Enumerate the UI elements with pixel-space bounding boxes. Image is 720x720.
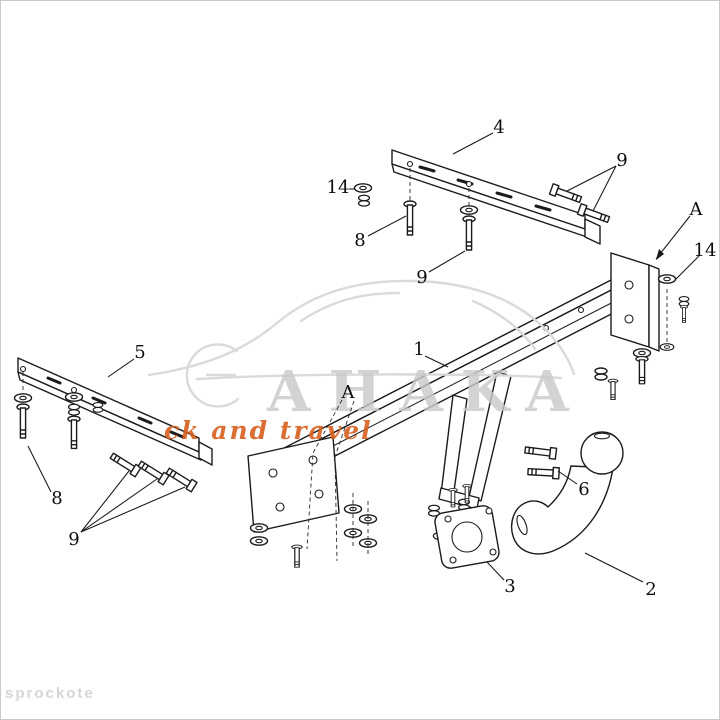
part-label-8-top: 8 <box>354 230 365 251</box>
bolt-vertical <box>607 378 619 401</box>
nut <box>594 367 608 381</box>
washer <box>459 205 479 215</box>
part-towball <box>510 431 624 555</box>
washer <box>13 393 33 403</box>
part-label-3: 3 <box>504 576 515 597</box>
bolt-vertical <box>291 544 303 568</box>
bolt-vertical <box>16 403 30 439</box>
bolt-angled <box>108 450 142 478</box>
part-label-8-left: 8 <box>51 488 62 509</box>
leader-lines <box>27 132 700 583</box>
nut <box>67 403 81 416</box>
part-label-1: 1 <box>413 339 424 360</box>
washer <box>632 348 652 358</box>
bolt-vertical <box>679 305 689 323</box>
bolt-horizontal <box>523 443 558 460</box>
part-label-4: 4 <box>493 117 504 138</box>
washer <box>657 274 677 284</box>
part-label-6: 6 <box>578 479 589 500</box>
bolt-vertical <box>67 415 81 450</box>
nut <box>678 296 690 307</box>
part-left-end-bracket <box>247 436 340 533</box>
bolt-horizontal <box>527 465 560 480</box>
washer <box>249 523 269 533</box>
bolt-vertical <box>403 200 417 236</box>
dashed-guides <box>22 168 668 562</box>
bolt-angled <box>164 465 198 493</box>
watermark-logo <box>185 343 240 408</box>
part-label-2: 2 <box>645 579 656 600</box>
part-label-14-right: 14 <box>694 240 717 261</box>
part-labels: 4 9 14 8 9 A 14 5 1 A 8 9 6 3 2 <box>51 117 716 600</box>
watermark: AHAKA ck and travel <box>147 279 587 445</box>
nut <box>357 194 371 207</box>
part-label-9-left: 9 <box>68 529 79 550</box>
part-top-mounting-rail <box>391 149 601 245</box>
bolt-angled <box>548 183 584 206</box>
part-label-14-top: 14 <box>327 177 350 198</box>
watermark-car-outline <box>147 279 576 381</box>
washer <box>64 392 84 402</box>
part-right-end-bracket <box>610 252 660 352</box>
part-label-A-left: A <box>341 382 356 403</box>
part-label-5: 5 <box>134 342 145 363</box>
watermark-tagline: ck and travel <box>164 416 373 445</box>
bolt-angled <box>136 458 170 486</box>
part-label-9-mid: 9 <box>416 267 427 288</box>
corner-watermark: sprockote <box>5 685 95 702</box>
bolt-vertical <box>635 355 649 385</box>
washer <box>353 183 373 193</box>
part-socket-plate <box>434 483 500 569</box>
part-label-A-right: A <box>689 199 704 220</box>
part-side-bolts <box>523 443 560 480</box>
part-label-9-top: 9 <box>616 150 627 171</box>
bolt-vertical <box>462 215 476 251</box>
washer <box>659 343 675 351</box>
nut <box>92 402 104 413</box>
part-left-mounting-rail <box>17 357 213 466</box>
washer <box>249 536 269 546</box>
watermark-brand: AHAKA <box>266 359 587 425</box>
